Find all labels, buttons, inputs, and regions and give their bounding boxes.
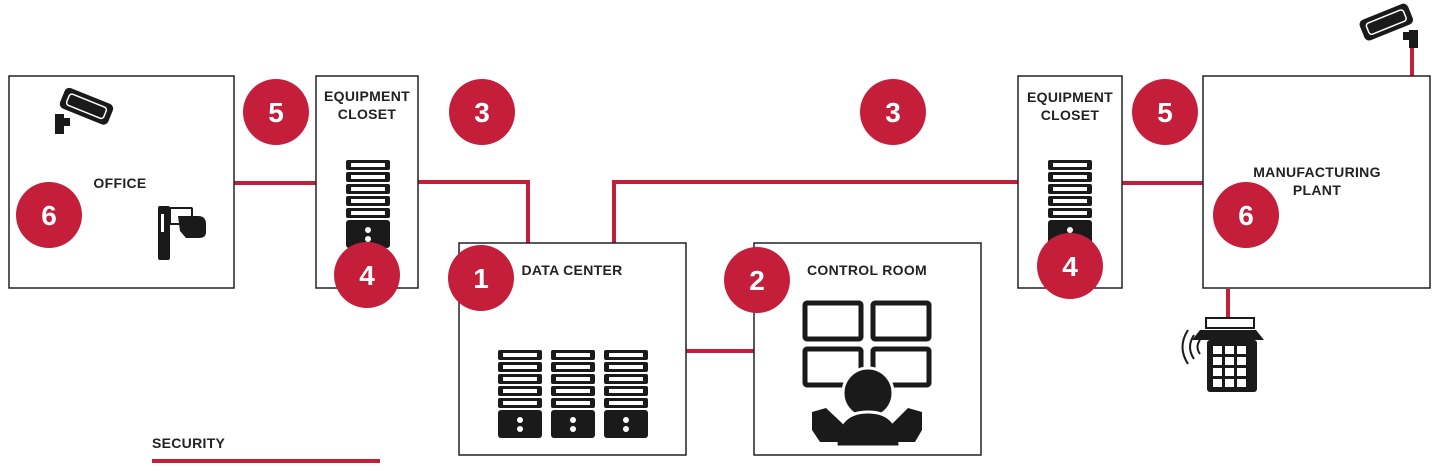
manufacturing-plant-zone [1202,75,1431,289]
badge-closet-left-number: 4 [359,260,375,291]
legend: SECURITY [152,435,380,463]
closet-left-label-line1: EQUIPMENT [324,88,410,104]
badge-closet-right-number: 4 [1062,251,1078,282]
security-cabling [10,44,1414,353]
badge-control-room-number: 2 [749,265,765,296]
badge-closet-right-outside-number: 5 [1157,97,1173,128]
badge-closet-left-outside-number: 5 [268,97,284,128]
badge-cable-right-number: 3 [885,97,901,128]
badge-data-center-number: 1 [473,263,489,294]
server-rack-icon [604,350,648,438]
card-reader-icon [158,206,206,260]
plant-label-line2: PLANT [1293,182,1341,198]
control-room-label: CONTROL ROOM [807,262,927,278]
closet-left-label-line2: CLOSET [338,106,397,122]
badge-closet-left-outside [243,79,309,145]
closet-right-label-line2: CLOSET [1041,107,1100,123]
badge-cable-right [860,79,926,145]
badge-cable-left-number: 3 [474,97,490,128]
closet-right-label-line1: EQUIPMENT [1027,89,1113,105]
legend-security-label: SECURITY [152,435,226,451]
badge-data-center [448,245,514,311]
badge-closet-right-outside [1132,79,1198,145]
badge-closet-right [1037,233,1103,299]
operator-icon [812,366,922,449]
security-camera-icon [55,87,114,134]
closet-to-datacenter-cable [418,180,530,243]
server-rack-icon [498,350,542,438]
badge-plant-number: 6 [1238,200,1254,231]
data-center-label: DATA CENTER [521,262,622,278]
office-label: OFFICE [93,175,146,191]
badge-control-room [724,247,790,313]
badge-office-number: 6 [41,200,57,231]
badge-office [16,182,82,248]
datacenter-to-right-closet-cable [612,180,1018,243]
wireless-keypad-icon [1181,317,1264,392]
server-rack-icon [551,350,595,438]
badge-cable-left [449,79,515,145]
security-camera-icon [1359,3,1418,48]
office-zone [8,75,235,289]
server-rack-icon [346,160,390,248]
plant-label-line1: MANUFACTURING [1253,164,1381,180]
monitor-wall-icon [802,300,932,388]
badge-closet-left [334,242,400,308]
badge-plant [1213,182,1279,248]
